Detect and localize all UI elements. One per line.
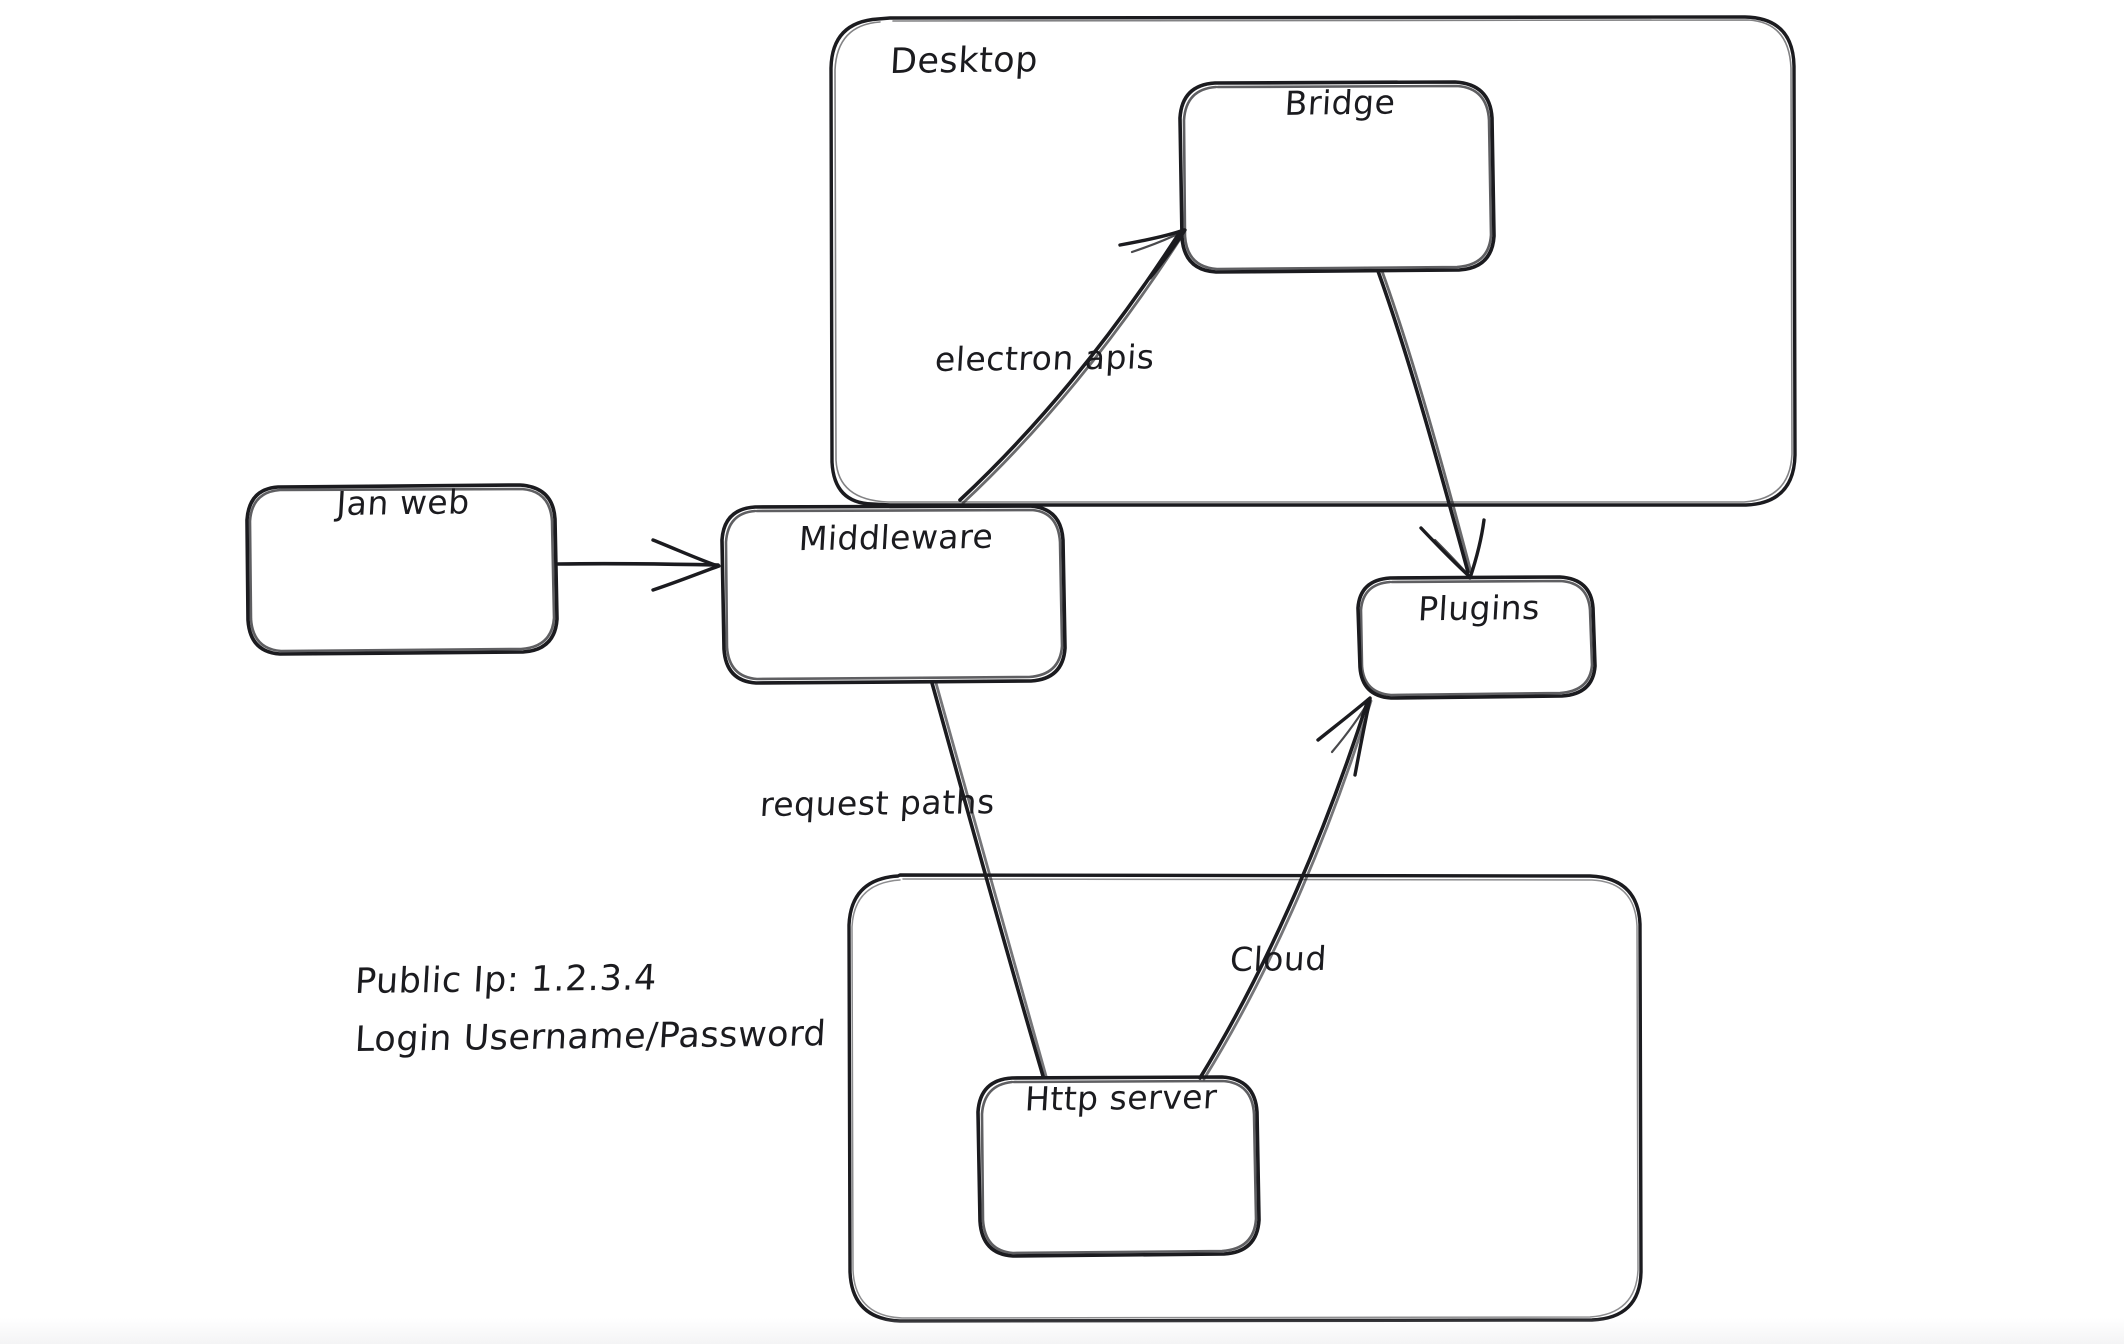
edge-label-request-paths: request paths xyxy=(758,782,996,824)
note-public-ip: Public Ip: 1.2.3.4 xyxy=(353,958,659,1002)
container-desktop xyxy=(829,15,1797,507)
container-label-desktop: Desktop xyxy=(888,40,1040,82)
node-label-plugins: Plugins xyxy=(1417,587,1542,629)
edge-http-server-to-plugins xyxy=(1198,696,1373,1081)
node-label-jan-web: Jan web xyxy=(335,482,471,523)
edge-label-cloud: Cloud xyxy=(1228,938,1328,979)
node-box-middleware[interactable] xyxy=(720,504,1067,685)
note-login-credentials: Login Username/Password xyxy=(353,1014,828,1060)
node-box-plugins[interactable] xyxy=(1356,575,1597,700)
edge-middleware-to-bridge xyxy=(958,228,1187,505)
edge-bridge-to-plugins xyxy=(1376,269,1486,580)
node-label-http-server: Http server xyxy=(1023,1077,1219,1119)
node-label-bridge: Bridge xyxy=(1283,82,1397,123)
edge-middleware-to-http-server xyxy=(930,681,1048,1078)
node-box-bridge[interactable] xyxy=(1178,80,1496,274)
node-label-middleware: Middleware xyxy=(797,516,995,559)
edge-jan-web-to-middleware xyxy=(556,538,721,592)
node-box-jan-web[interactable] xyxy=(245,483,559,656)
node-box-http-server[interactable] xyxy=(976,1075,1261,1258)
edge-label-electron-apis: electron apis xyxy=(933,337,1156,379)
